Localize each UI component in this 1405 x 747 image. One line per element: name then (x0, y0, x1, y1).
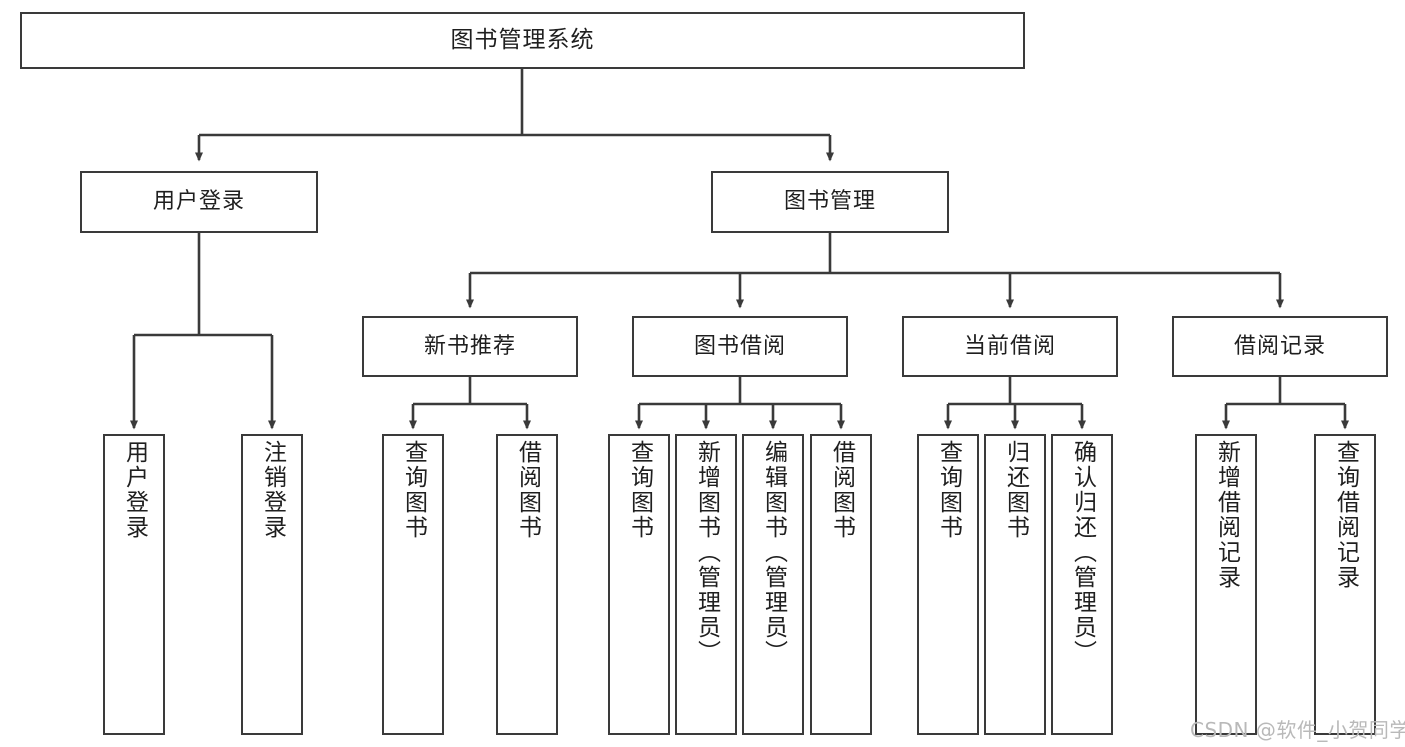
leaf-user-login-signout[interactable]: 注销登录 (241, 434, 303, 735)
node-label: 归还图书 (1002, 440, 1029, 540)
node-label: 图书管理系统 (450, 27, 595, 54)
leaf-current-borrow-confirm[interactable]: 确认归还（管理员） (1051, 434, 1113, 735)
node-label: 查询图书 (626, 440, 653, 540)
leaf-book-borrow-query[interactable]: 查询图书 (608, 434, 670, 735)
node-book-borrow[interactable]: 图书借阅 (632, 316, 848, 377)
leaf-current-borrow-return[interactable]: 归还图书 (984, 434, 1046, 735)
node-user-login[interactable]: 用户登录 (80, 171, 318, 233)
node-new-book-recommend[interactable]: 新书推荐 (362, 316, 578, 377)
node-label: 当前借阅 (963, 333, 1056, 359)
node-label: 查询图书 (400, 440, 427, 540)
node-label: 图书管理 (783, 189, 876, 215)
node-label: 查询图书 (935, 440, 962, 540)
node-label: 借阅记录 (1233, 333, 1326, 359)
node-borrow-record[interactable]: 借阅记录 (1172, 316, 1388, 377)
leaf-book-borrow-edit[interactable]: 编辑图书（管理员） (742, 434, 804, 735)
leaf-new-book-borrow[interactable]: 借阅图书 (496, 434, 558, 735)
node-label: 用户登录 (152, 189, 245, 215)
node-label: 查询借阅记录 (1332, 440, 1359, 590)
leaf-borrow-record-query[interactable]: 查询借阅记录 (1314, 434, 1376, 735)
node-label: 确认归还（管理员） (1069, 440, 1096, 665)
node-label: 借阅图书 (828, 440, 855, 540)
node-label: 用户登录 (121, 440, 148, 540)
node-book-management[interactable]: 图书管理 (711, 171, 949, 233)
node-label: 借阅图书 (514, 440, 541, 540)
node-current-borrow[interactable]: 当前借阅 (902, 316, 1118, 377)
leaf-user-login-signin[interactable]: 用户登录 (103, 434, 165, 735)
node-label: 注销登录 (259, 440, 286, 540)
node-label: 图书借阅 (693, 333, 786, 359)
leaf-book-borrow-lend[interactable]: 借阅图书 (810, 434, 872, 735)
leaf-new-book-query[interactable]: 查询图书 (382, 434, 444, 735)
node-label: 新增借阅记录 (1213, 440, 1240, 590)
leaf-current-borrow-query[interactable]: 查询图书 (917, 434, 979, 735)
node-root-system[interactable]: 图书管理系统 (20, 12, 1025, 69)
leaf-borrow-record-add[interactable]: 新增借阅记录 (1195, 434, 1257, 735)
leaf-book-borrow-add[interactable]: 新增图书（管理员） (675, 434, 737, 735)
node-label: 新书推荐 (423, 333, 516, 359)
node-label: 新增图书（管理员） (693, 440, 720, 665)
watermark-text: CSDN @软件_小贺同学 (1190, 718, 1405, 742)
node-label: 编辑图书（管理员） (760, 440, 787, 665)
